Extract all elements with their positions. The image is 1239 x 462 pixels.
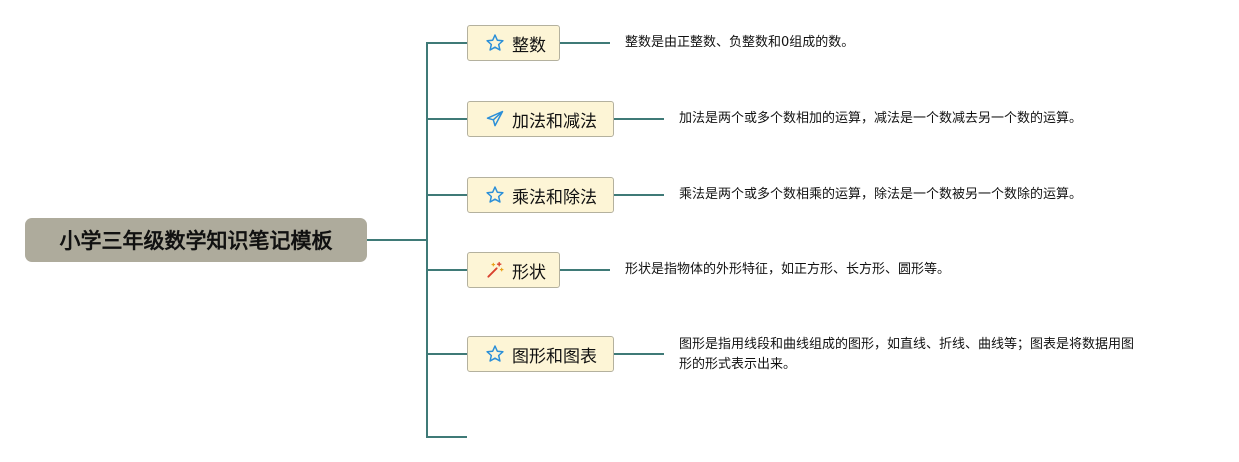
paper-plane-icon bbox=[484, 108, 506, 130]
description-connector bbox=[614, 353, 664, 355]
topic-label: 乘法和除法 bbox=[512, 187, 597, 208]
star-icon bbox=[484, 184, 506, 206]
description-connector bbox=[614, 194, 664, 196]
description-line: 图形是指用线段和曲线组成的图形，如直线、折线、曲线等；图表是将数据用图 bbox=[679, 337, 1135, 352]
topic-description: 图形是指用线段和曲线组成的图形，如直线、折线、曲线等；图表是将数据用图 形的形式… bbox=[679, 335, 1134, 375]
topic-label: 加法和减法 bbox=[512, 111, 597, 132]
description-connector bbox=[560, 269, 610, 271]
root-connector bbox=[367, 239, 427, 241]
branch-connector bbox=[426, 118, 467, 120]
description-line: 整数是由正整数、负整数和0组成的数。 bbox=[625, 35, 855, 50]
description-line: 加法是两个或多个数相加的运算，减法是一个数减去另一个数的运算。 bbox=[679, 111, 1083, 126]
branch-connector bbox=[426, 269, 467, 271]
description-line: 乘法是两个或多个数相乘的运算，除法是一个数被另一个数除的运算。 bbox=[679, 187, 1083, 202]
topic-description: 形状是指物体的外形特征，如正方形、长方形、圆形等。 bbox=[625, 260, 950, 280]
description-connector bbox=[560, 42, 610, 44]
topic-integers[interactable]: 整数 bbox=[467, 25, 560, 61]
topic-label: 整数 bbox=[512, 35, 546, 56]
description-line: 形的形式表示出来。 bbox=[679, 357, 797, 372]
topic-multiplication-division[interactable]: 乘法和除法 bbox=[467, 177, 614, 213]
topic-shapes[interactable]: 形状 bbox=[467, 252, 560, 288]
topic-description: 乘法是两个或多个数相乘的运算，除法是一个数被另一个数除的运算。 bbox=[679, 185, 1082, 205]
branch-connector bbox=[426, 353, 467, 355]
star-icon bbox=[484, 343, 506, 365]
description-line: 形状是指物体的外形特征，如正方形、长方形、圆形等。 bbox=[625, 262, 951, 277]
description-connector bbox=[614, 118, 664, 120]
trunk-end-stub bbox=[426, 436, 467, 438]
branch-connector bbox=[426, 42, 467, 44]
topic-label: 形状 bbox=[512, 262, 546, 283]
topic-graphs-charts[interactable]: 图形和图表 bbox=[467, 336, 614, 372]
branch-connector bbox=[426, 194, 467, 196]
topic-label: 图形和图表 bbox=[512, 346, 597, 367]
star-icon bbox=[484, 32, 506, 54]
root-topic[interactable]: 小学三年级数学知识笔记模板 bbox=[25, 218, 367, 262]
trunk-line bbox=[426, 42, 428, 438]
topic-description: 整数是由正整数、负整数和0组成的数。 bbox=[625, 33, 854, 53]
topic-description: 加法是两个或多个数相加的运算，减法是一个数减去另一个数的运算。 bbox=[679, 109, 1082, 129]
topic-addition-subtraction[interactable]: 加法和减法 bbox=[467, 101, 614, 137]
magic-wand-icon bbox=[484, 259, 506, 281]
